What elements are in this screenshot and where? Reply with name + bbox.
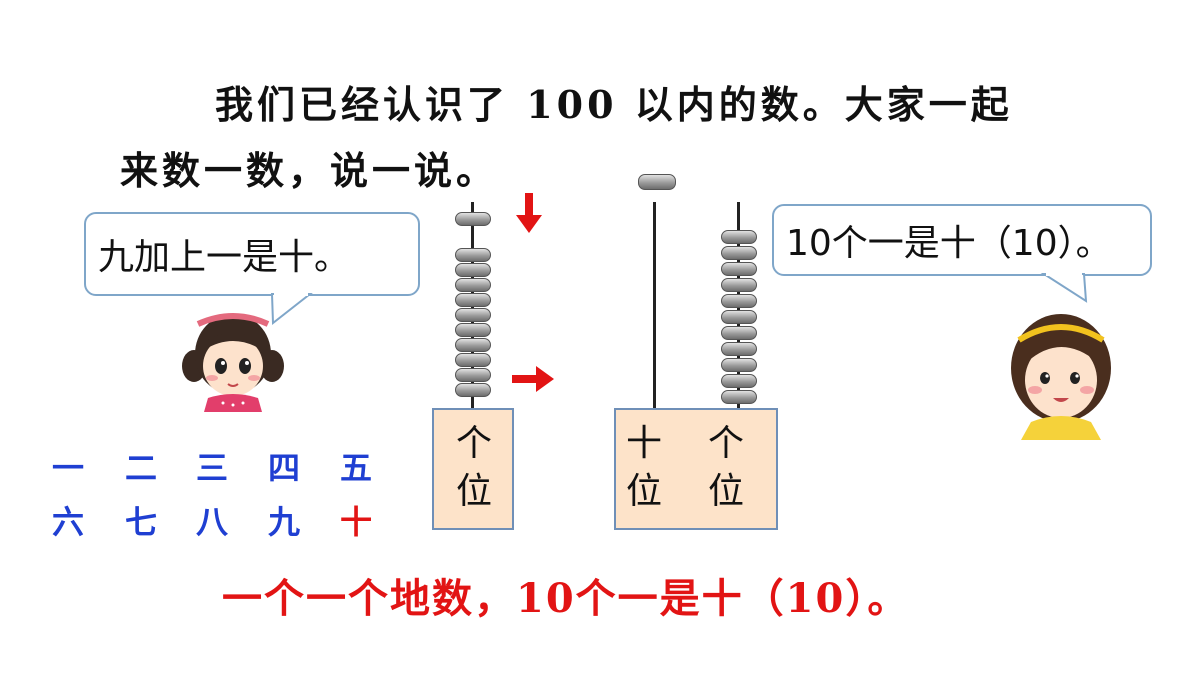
bead xyxy=(455,383,491,397)
place-label-ones-char-2: 位 xyxy=(456,471,493,512)
bead xyxy=(721,294,757,308)
speech-bubble-right: 10个一是十（10）。 xyxy=(772,204,1152,276)
bead xyxy=(455,323,491,337)
bead xyxy=(721,262,757,276)
bead xyxy=(721,390,757,404)
bead xyxy=(455,353,491,367)
speech-bubble-right-text: 10个一是十（10）。 xyxy=(786,223,1112,264)
bead xyxy=(455,293,491,307)
bead xyxy=(721,246,757,260)
place-label-tens-char-1: 十 xyxy=(626,423,663,464)
number-char: 七 xyxy=(125,503,158,541)
number-char-highlight: 十 xyxy=(340,503,373,541)
place-label-tens-char-2: 位 xyxy=(626,471,663,512)
bead xyxy=(721,278,757,292)
speech-bubble-left-tail xyxy=(270,293,313,325)
abacus-left-moving-bead xyxy=(455,212,491,226)
arrow-right-icon xyxy=(512,366,554,392)
arrow-down-icon xyxy=(516,193,542,233)
bead xyxy=(721,310,757,324)
bead xyxy=(455,278,491,292)
intro-line-2: 来数一数，说一说。 xyxy=(120,148,499,193)
bead xyxy=(721,342,757,356)
place-label-ones-char-1: 个 xyxy=(456,423,493,464)
intro-line-1: 我们已经认识了 100 以内的数。大家一起 xyxy=(215,82,1013,127)
bead xyxy=(721,230,757,244)
speech-bubble-left-text: 九加上一是十。 xyxy=(98,237,351,278)
number-char: 九 xyxy=(268,503,301,541)
speech-bubble-right-tail xyxy=(1040,273,1088,303)
abacus-right-tens-rod xyxy=(653,202,656,408)
bead xyxy=(721,358,757,372)
number-char: 三 xyxy=(196,449,229,487)
girl-avatar-left xyxy=(182,313,284,412)
bead xyxy=(455,248,491,262)
speech-bubble-left: 九加上一是十。 xyxy=(84,212,420,296)
bead xyxy=(455,338,491,352)
number-char: 五 xyxy=(340,449,373,487)
girl-avatar-right xyxy=(1011,314,1111,440)
place-label-ones-char-1: 个 xyxy=(708,423,745,464)
bead xyxy=(721,374,757,388)
bead xyxy=(455,368,491,382)
place-label-ones-char-2: 位 xyxy=(708,471,745,512)
bead xyxy=(721,326,757,340)
bead xyxy=(455,308,491,322)
bottom-summary: 一个一个地数，10个一是十（10）。 xyxy=(222,575,910,622)
abacus-right-floating-bead xyxy=(638,174,676,190)
abacus-left-label-box: 个 位 xyxy=(432,408,514,530)
number-char: 八 xyxy=(196,503,229,541)
bead xyxy=(455,263,491,277)
number-char: 四 xyxy=(268,449,301,487)
number-char: 二 xyxy=(125,449,158,487)
number-char: 一 xyxy=(52,449,85,487)
number-char: 六 xyxy=(52,503,85,541)
abacus-right-label-box: 十 位 个 位 xyxy=(614,408,778,530)
